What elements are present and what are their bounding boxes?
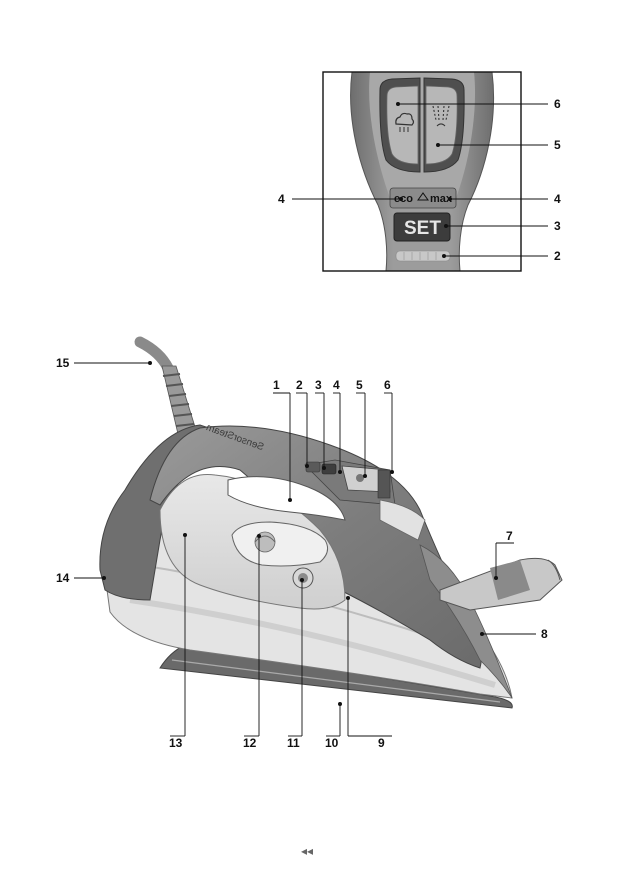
page-marker: ◂◂: [301, 844, 313, 858]
inset-callout-5: 5: [554, 138, 561, 152]
set-button-label: SET: [404, 218, 441, 239]
callout-14: 14: [56, 571, 70, 585]
temperature-selector: eco max: [389, 187, 457, 209]
control-panel-inset: eco max SET 6 5 4 4 3 2: [278, 71, 561, 272]
steam-iron-illustration: SensorSteam 1 2 3 4 5 6: [56, 336, 563, 750]
max-label[interactable]: max: [430, 193, 453, 205]
cord-protector: [161, 365, 197, 435]
inset-callout-2: 2: [554, 249, 561, 263]
callout-15: 15: [56, 356, 70, 370]
callout-13: 13: [169, 736, 183, 750]
callout-3: 3: [315, 378, 322, 392]
callout-11: 11: [287, 736, 300, 750]
inset-callout-3: 3: [554, 219, 561, 233]
self-clean-button[interactable]: [292, 567, 314, 589]
callout-4: 4: [333, 378, 340, 392]
top-controls: [304, 459, 396, 506]
callout-1: 1: [273, 378, 280, 392]
set-button[interactable]: [393, 212, 451, 242]
callout-2: 2: [296, 378, 303, 392]
callout-7: 7: [506, 529, 513, 543]
eco-label[interactable]: eco: [394, 193, 413, 205]
spray-button[interactable]: [425, 85, 458, 165]
callout-9: 9: [378, 736, 385, 750]
steam-cloud-icon: [395, 112, 415, 132]
callout-5: 5: [356, 378, 363, 392]
steam-buttons: [379, 77, 465, 173]
set-button-on-iron[interactable]: [321, 463, 337, 475]
filling-flask: [439, 557, 563, 611]
callout-8: 8: [541, 627, 548, 641]
callout-10: 10: [325, 736, 339, 750]
callout-12: 12: [243, 736, 257, 750]
water-filler-cap[interactable]: [231, 521, 329, 567]
inset-callout-6: 6: [554, 97, 561, 111]
inset-frame: [322, 71, 522, 272]
callout-6: 6: [384, 378, 391, 392]
temperature-arrow-icon: [417, 192, 429, 201]
power-cord: [134, 336, 174, 374]
spray-nozzle: [379, 499, 426, 541]
handle-opening: [227, 476, 346, 521]
inset-callout-4-right: 4: [554, 192, 561, 206]
spray-icon: [432, 105, 450, 127]
inset-callout-4-left: 4: [278, 192, 285, 206]
